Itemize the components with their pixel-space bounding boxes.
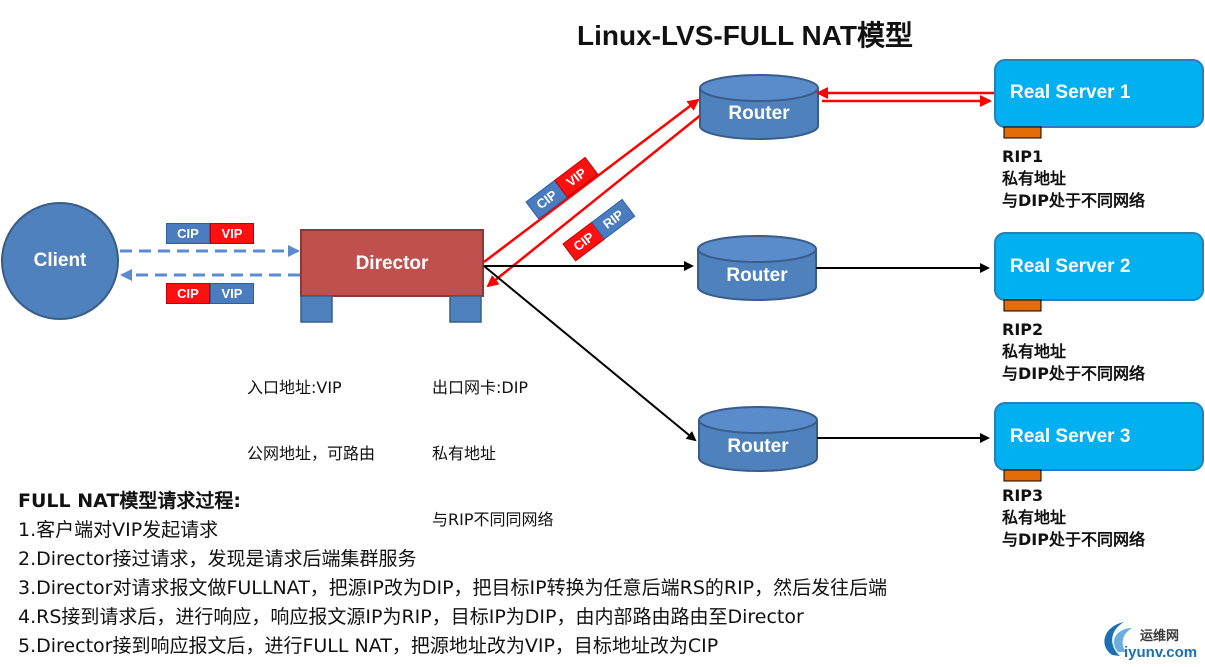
- rs2-rip: RIP2: [1002, 320, 1044, 339]
- step-2: 2.Director接过请求，发现是请求后端集群服务: [18, 548, 417, 570]
- rs1-note-line-2: 与DIP处于不同网络: [1002, 191, 1145, 210]
- real-server-3-node: [994, 402, 1204, 471]
- rs1-note-line-1: 私有地址: [1002, 169, 1067, 188]
- router-2-node: [697, 235, 817, 301]
- step-1: 1.客户端对VIP发起请求: [18, 519, 219, 541]
- watermark-name: 运维网: [1140, 628, 1180, 643]
- packet-client-to-director-src: CIP: [166, 223, 210, 244]
- watermark-url: iyunv.com: [1124, 644, 1198, 661]
- rs3-rip: RIP3: [1002, 486, 1044, 505]
- packet-rs-to-director: CIP RIP: [562, 198, 636, 262]
- director-entry-line-2: 公网地址，可路由: [247, 444, 376, 463]
- rs2-note-line-2: 与DIP处于不同网络: [1002, 364, 1145, 383]
- director-entry-note: 入口地址:VIP 公网地址，可路由: [247, 333, 375, 487]
- director-to-router3-arrow: [483, 265, 697, 442]
- process-steps: FULL NAT模型请求过程: 1.客户端对VIP发起请求 2.Director…: [18, 487, 887, 661]
- client-node: [1, 202, 119, 320]
- packet-director-to-client-dst: VIP: [210, 283, 254, 304]
- director-entry-line-1: 入口地址:VIP: [247, 378, 342, 397]
- router-3-node: [698, 406, 818, 472]
- steps-heading: FULL NAT模型请求过程:: [18, 490, 241, 512]
- rip3-port: [1003, 469, 1042, 482]
- director-exit-line-2: 私有地址: [432, 444, 497, 463]
- director-port-exit: [449, 295, 482, 323]
- director-node: [300, 229, 484, 297]
- director-to-router1-red-arrow: [483, 98, 700, 263]
- step-5: 5.Director接到响应报文后，进行FULL NAT，把源地址改为VIP，目…: [18, 635, 719, 657]
- packet-client-to-director-dst: VIP: [210, 223, 254, 244]
- rs2-note: RIP2 私有地址 与DIP处于不同网络: [1002, 319, 1145, 385]
- packet-director-to-client-src: CIP: [166, 283, 210, 304]
- rs2-note-line-1: 私有地址: [1002, 342, 1067, 361]
- director-exit-note: 出口网卡:DIP 私有地址 与RIP不同同网络: [432, 333, 554, 553]
- rs3-note: RIP3 私有地址 与DIP处于不同网络: [1002, 485, 1145, 551]
- router-1-node: [699, 74, 819, 140]
- real-server-1-node: [994, 59, 1204, 128]
- rs1-rip: RIP1: [1002, 147, 1044, 166]
- packet-director-to-rs: CIP VIP: [525, 156, 599, 220]
- rs3-note-line-2: 与DIP处于不同网络: [1002, 530, 1145, 549]
- rip2-port: [1003, 299, 1042, 312]
- real-server-2-node: [994, 232, 1204, 301]
- step-4: 4.RS接到请求后，进行响应，响应报文源IP为RIP，目标IP为DIP，由内部路…: [18, 606, 804, 628]
- rs1-note: RIP1 私有地址 与DIP处于不同网络: [1002, 146, 1145, 212]
- diagram-title: Linux-LVS-FULL NAT模型: [577, 20, 913, 51]
- watermark-logo-icon: [1104, 622, 1132, 656]
- rip1-port: [1003, 126, 1042, 139]
- director-port-entry: [300, 295, 333, 323]
- router1-to-director-red-arrow: [486, 113, 703, 288]
- director-exit-line-3: 与RIP不同同网络: [432, 510, 554, 529]
- rs3-note-line-1: 私有地址: [1002, 508, 1067, 527]
- director-exit-line-1: 出口网卡:DIP: [432, 378, 529, 397]
- step-3: 3.Director对请求报文做FULLNAT，把源IP改为DIP，把目标IP转…: [18, 577, 888, 599]
